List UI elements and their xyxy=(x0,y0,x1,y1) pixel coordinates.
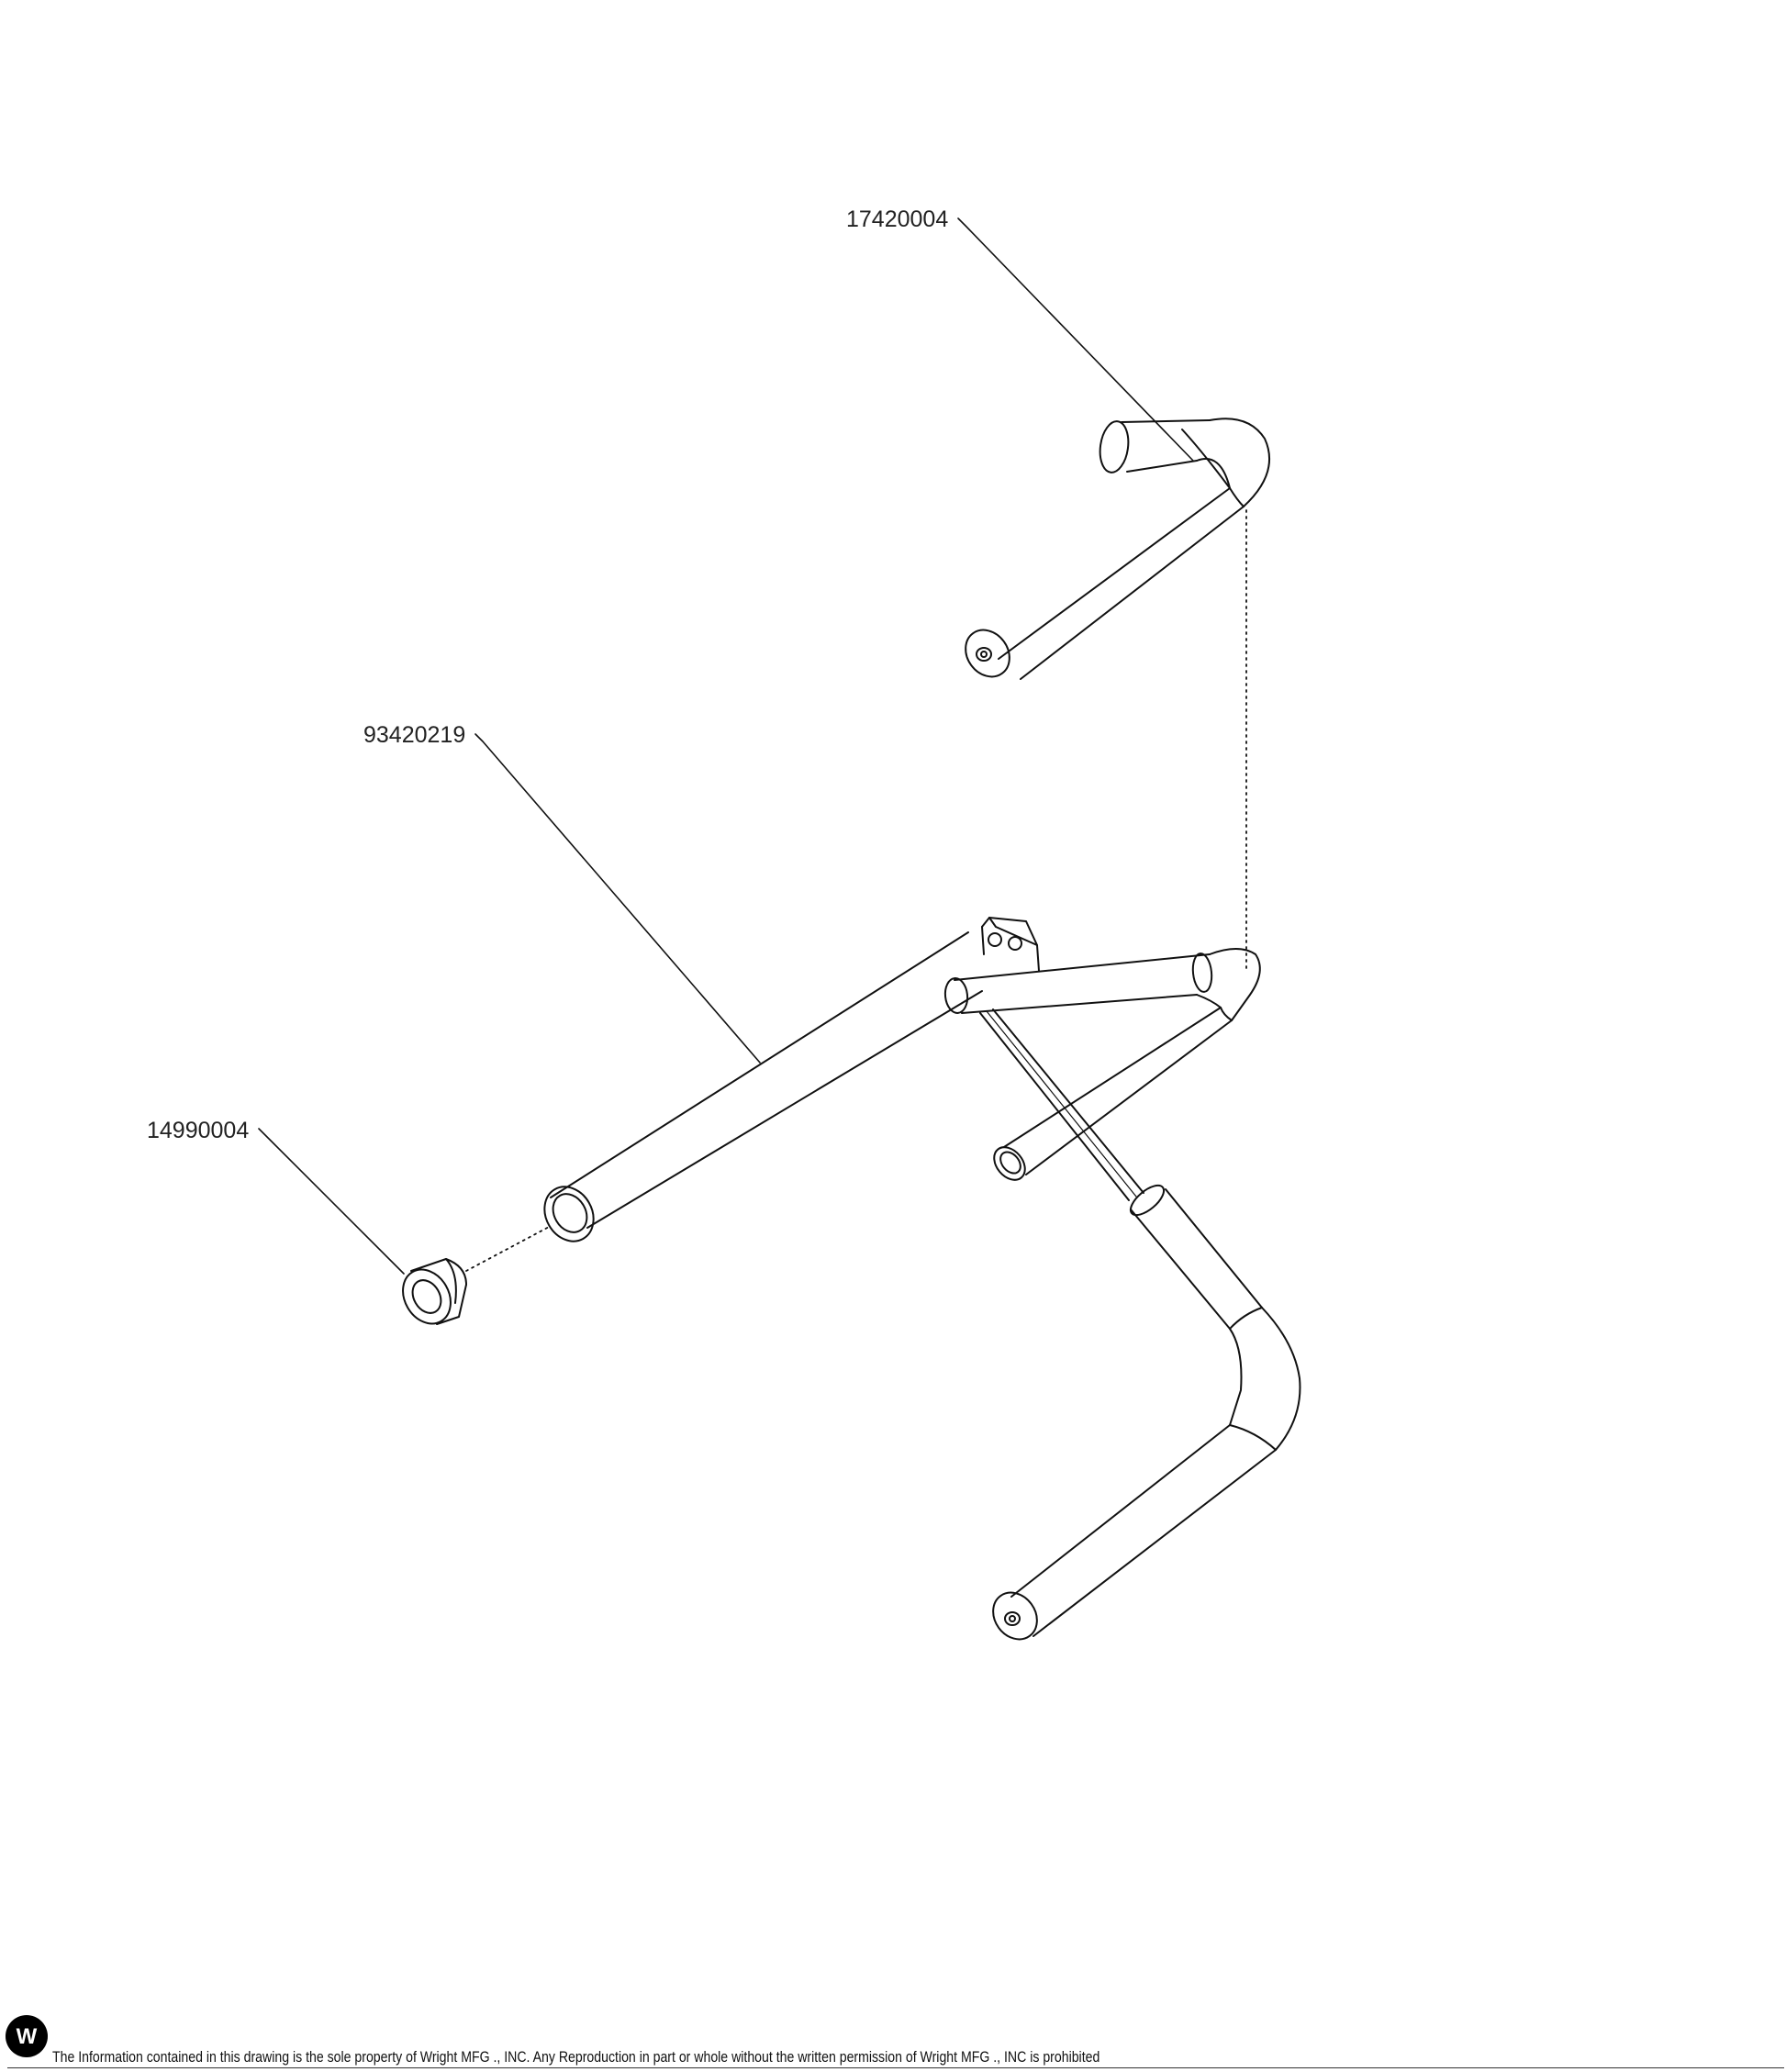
leader-line-93420219 xyxy=(474,733,761,1064)
wright-logo-icon: W xyxy=(6,2015,48,2057)
svg-text:W: W xyxy=(17,2024,38,2049)
bushing-part[interactable] xyxy=(394,1258,467,1332)
footer: W The Information contained in this draw… xyxy=(0,1999,1786,2072)
leader-line-17420004 xyxy=(957,217,1194,462)
grip-sleeve-part[interactable] xyxy=(956,418,1271,685)
footer-divider xyxy=(7,2067,1784,2068)
leader-line-14990004 xyxy=(258,1128,405,1275)
alignment-line-bushing xyxy=(465,1225,552,1272)
copyright-notice: The Information contained in this drawin… xyxy=(52,2048,1100,2066)
callout-label-14990004: 14990004 xyxy=(147,1118,250,1143)
callout-label-17420004: 17420004 xyxy=(846,206,949,232)
handle-weldment-part[interactable] xyxy=(535,917,1301,1648)
callout-label-93420219: 93420219 xyxy=(363,722,466,748)
